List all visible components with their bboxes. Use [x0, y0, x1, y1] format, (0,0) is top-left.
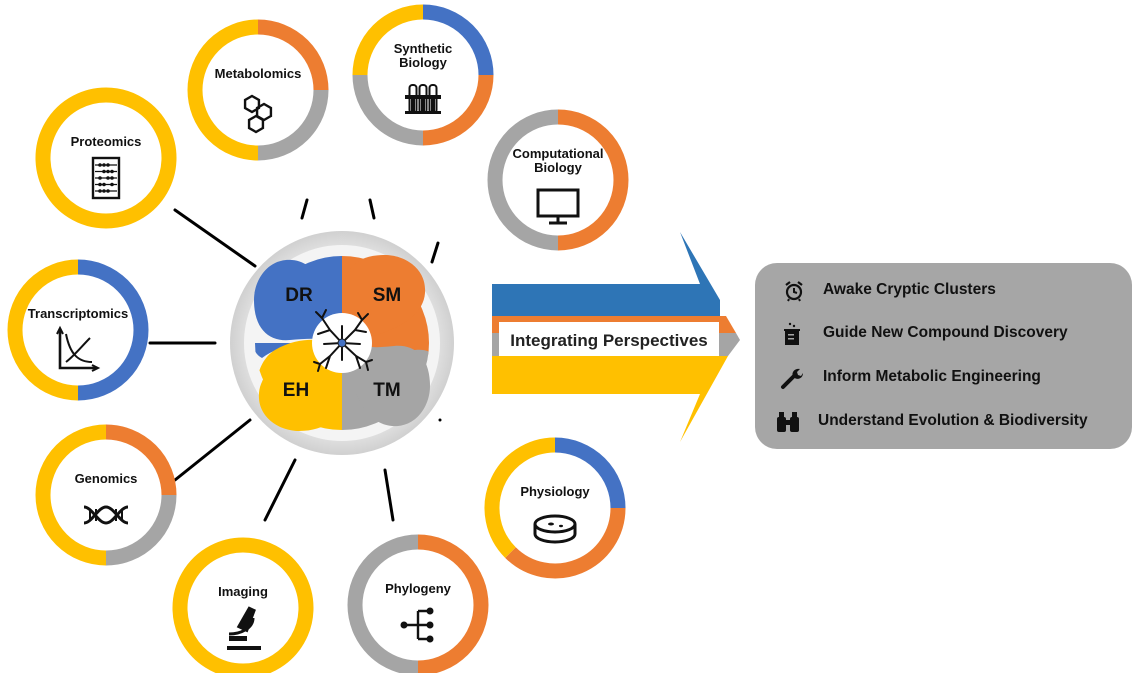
ring-segment [417, 534, 489, 673]
module-disc [355, 542, 481, 668]
hub-petal-dr [254, 259, 342, 343]
ring-segment [257, 19, 329, 91]
arrow-stripe-blue [492, 232, 720, 316]
central-hub: DR SM EH TM [230, 231, 454, 455]
ring-segment [484, 437, 556, 558]
ring-segment [105, 494, 177, 566]
graph-curve-icon [56, 325, 101, 372]
ring-segment [105, 424, 177, 496]
outcome-label: Awake Cryptic Clusters [823, 281, 996, 298]
ring-segment [172, 537, 314, 673]
arrow-label-box [499, 322, 719, 356]
ring-segment [35, 424, 107, 566]
module-disc [195, 27, 321, 153]
module-label: Metabolomics [215, 66, 302, 81]
connector-line [173, 208, 257, 268]
dendrite-icon [313, 309, 373, 372]
test-tubes-icon [405, 84, 441, 114]
module-label: Transcriptomics [28, 306, 128, 321]
module-imaging: Imaging [172, 537, 314, 673]
module-disc [495, 117, 621, 243]
module-disc [360, 12, 486, 138]
hub-petal-sm [342, 255, 426, 343]
module-metabolomics: Metabolomics [187, 19, 329, 161]
connector-line [383, 468, 395, 522]
hub-petal-tm [342, 343, 430, 427]
ring-segment [422, 4, 494, 76]
module-disc [15, 267, 141, 393]
ring-segment [557, 109, 629, 251]
hub-label-tm: TM [373, 380, 400, 401]
outcome-label: Understand Evolution & Biodiversity [818, 412, 1088, 429]
module-disc [180, 545, 306, 671]
module-label: Imaging [218, 584, 268, 599]
module-transcriptomics: Transcriptomics [7, 259, 149, 401]
module-label: Phylogeny [385, 581, 452, 596]
ring-segment [257, 89, 329, 161]
arrow-label: Integrating Perspectives [510, 331, 707, 350]
arrow-stripe-yellow [492, 356, 728, 442]
module-label: Physiology [520, 484, 590, 499]
connector-lines [148, 198, 442, 522]
computer-monitor-icon [536, 188, 580, 225]
ring-segment [422, 74, 494, 146]
wrench-icon [779, 365, 805, 391]
outcomes-panel: Awake Cryptic Clusters Guide New Compoun… [755, 263, 1132, 449]
module-proteomics: Proteomics [35, 87, 177, 229]
ring-segment [347, 534, 419, 673]
ring-segment [187, 19, 259, 161]
module-disc [43, 432, 169, 558]
ring-segment [554, 437, 626, 509]
module-label: Proteomics [71, 134, 142, 149]
petri-dish-icon [533, 514, 577, 544]
binoculars-icon [775, 409, 801, 435]
ring-segment [35, 87, 177, 229]
abacus-icon [91, 156, 121, 200]
hub-label-eh: EH [283, 380, 309, 401]
connector-line [263, 458, 297, 522]
ring-segment [7, 259, 79, 401]
hexagon-molecule-icon [243, 94, 273, 134]
outcome-label: Inform Metabolic Engineering [823, 368, 1041, 385]
beaker-icon [779, 321, 805, 347]
module-phylogeny: Phylogeny [347, 534, 489, 673]
connector-line [300, 198, 309, 220]
alarm-clock-icon [781, 278, 807, 304]
hub-petal-eh [258, 343, 342, 431]
ring-segment [487, 109, 559, 251]
hub-label-sm: SM [373, 285, 402, 306]
integration-arrow: Integrating Perspectives [492, 232, 740, 442]
ring-segment [352, 4, 424, 76]
dna-icon [83, 505, 129, 525]
ring-segment [352, 74, 424, 146]
phylogeny-tree-icon [400, 607, 434, 643]
hub-label-dr: DR [285, 285, 313, 306]
module-label: Genomics [75, 471, 138, 486]
hub-center-dot [337, 338, 347, 348]
outcome-label: Guide New Compound Discovery [823, 324, 1068, 341]
ring-segment [77, 259, 149, 401]
connector-line [368, 198, 376, 220]
module-disc [492, 445, 618, 571]
connector-line [173, 418, 252, 482]
module-genomics: Genomics [35, 424, 177, 566]
microscope-icon [227, 606, 261, 650]
connector-line [430, 241, 440, 264]
module-physiology: Physiology [484, 437, 626, 579]
ring-segment [505, 507, 626, 579]
